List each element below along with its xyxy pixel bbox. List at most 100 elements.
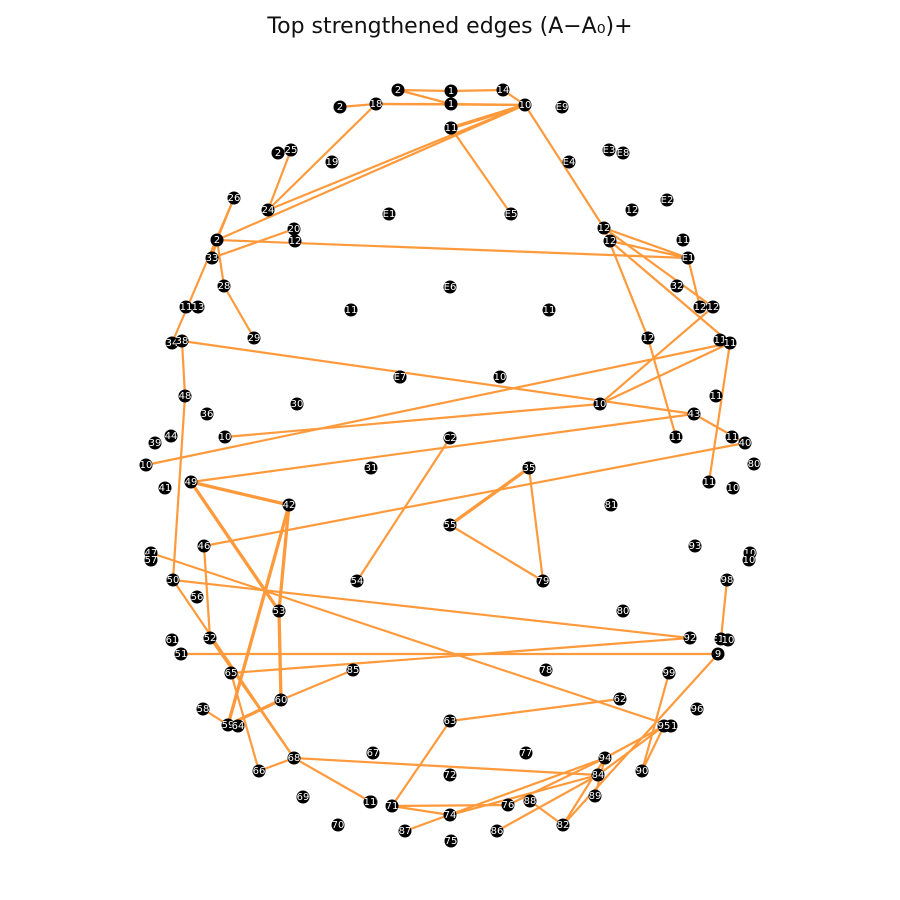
node-dot xyxy=(184,475,198,489)
node-dot xyxy=(261,203,275,217)
node-dot xyxy=(179,300,193,314)
graph-node: 33 xyxy=(205,251,219,265)
graph-node: E8 xyxy=(616,146,630,160)
node-dot xyxy=(539,663,553,677)
node-dot xyxy=(296,790,310,804)
node-dot xyxy=(178,389,192,403)
node-dot xyxy=(709,389,723,403)
edge-n113-n104 xyxy=(640,724,666,773)
graph-node: 14 xyxy=(496,83,510,97)
node-dot xyxy=(670,279,684,293)
graph-node: 1 xyxy=(444,84,458,98)
node-dot xyxy=(164,429,178,443)
graph-node: 49 xyxy=(184,475,198,489)
node-label: 67 xyxy=(367,748,380,759)
node-dot xyxy=(688,539,702,553)
node-label: 26 xyxy=(228,193,241,204)
node-dot xyxy=(602,143,616,157)
graph-node: 25 xyxy=(284,143,298,157)
edge-n29-n24 xyxy=(210,227,296,260)
node-label: 14 xyxy=(497,85,510,96)
node-dot xyxy=(290,397,304,411)
node-dot xyxy=(496,83,510,97)
node-label: 95 xyxy=(658,721,671,732)
edge-n76-n103 xyxy=(149,551,673,728)
node-label: 96 xyxy=(691,704,704,715)
node-label: 51 xyxy=(175,649,188,660)
node-label: 92 xyxy=(684,633,697,644)
node-label: 56 xyxy=(191,592,204,603)
node-dot xyxy=(706,300,720,314)
node-dot xyxy=(542,303,556,317)
node-dot xyxy=(562,155,576,169)
edge-n106-n115 xyxy=(292,756,373,804)
edge-n2-n4 xyxy=(449,88,505,93)
node-dot xyxy=(690,702,704,716)
node-dot xyxy=(165,633,179,647)
node-label: 91 xyxy=(665,721,678,732)
graph-node: 11 xyxy=(725,430,739,444)
node-dot xyxy=(271,146,285,160)
graph-node: 42 xyxy=(282,498,296,512)
graph-node: 71 xyxy=(385,799,399,813)
edge-n119-n123 xyxy=(528,799,565,827)
node-dot xyxy=(443,808,457,822)
node-dot xyxy=(333,100,347,114)
graph-node: 96 xyxy=(690,702,704,716)
node-label: 80 xyxy=(617,606,630,617)
node-label: 31 xyxy=(365,463,378,474)
node-label: 74 xyxy=(444,810,457,821)
node-dot xyxy=(742,553,756,567)
node-dot xyxy=(443,714,457,728)
node-dot xyxy=(519,746,533,760)
node-dot xyxy=(443,768,457,782)
node-label: 49 xyxy=(185,477,198,488)
node-dot xyxy=(504,207,518,221)
node-dot xyxy=(200,407,214,421)
node-dot xyxy=(693,300,707,314)
edge-n61-n75 xyxy=(202,441,747,548)
node-dot xyxy=(444,121,458,135)
node-label: 78 xyxy=(540,665,553,676)
node-dot xyxy=(536,574,550,588)
node-label: 2 xyxy=(395,85,401,96)
edge-n38-n59 xyxy=(646,336,678,439)
node-dot xyxy=(210,233,224,247)
node-dot xyxy=(385,799,399,813)
node-label: 29 xyxy=(248,333,261,344)
graph-node: 65 xyxy=(224,666,238,680)
nodes-layer: 21114218110E91125219E4E3E82624E1E512E212… xyxy=(139,83,761,848)
node-label: 53 xyxy=(273,606,286,617)
graph-node: 70 xyxy=(331,818,345,832)
graph-node: 10 xyxy=(139,458,153,472)
graph-node: 11 xyxy=(363,795,377,809)
node-label: 60 xyxy=(275,695,288,706)
graph-node: 12 xyxy=(288,234,302,248)
node-label: 35 xyxy=(523,463,536,474)
graph-node: E2 xyxy=(660,193,674,207)
node-label: 12 xyxy=(289,236,302,247)
node-dot xyxy=(382,207,396,221)
edge-n52-n58 xyxy=(223,402,602,439)
node-label: 1 xyxy=(448,86,454,97)
edge-n112-n120 xyxy=(495,773,600,833)
graph-node: 11 xyxy=(723,336,737,350)
node-label: 62 xyxy=(614,694,627,705)
node-label: 81 xyxy=(605,500,618,511)
node-dot xyxy=(556,818,570,832)
graph-node: 55 xyxy=(443,518,457,532)
node-dot xyxy=(363,795,377,809)
edge-n91-n123 xyxy=(561,652,720,827)
edge-n30-n37 xyxy=(686,256,702,309)
edge-n23-n30 xyxy=(602,226,690,260)
graph-node: 79 xyxy=(536,574,550,588)
graph-node: 48 xyxy=(178,389,192,403)
node-label: 30 xyxy=(291,399,304,410)
graph-node: 10 xyxy=(742,553,756,567)
graph-node: E1 xyxy=(681,251,695,265)
node-label: 54 xyxy=(351,576,364,587)
edge-n11-n18 xyxy=(266,148,293,212)
node-label: 70 xyxy=(332,820,345,831)
node-label: 75 xyxy=(445,836,458,847)
